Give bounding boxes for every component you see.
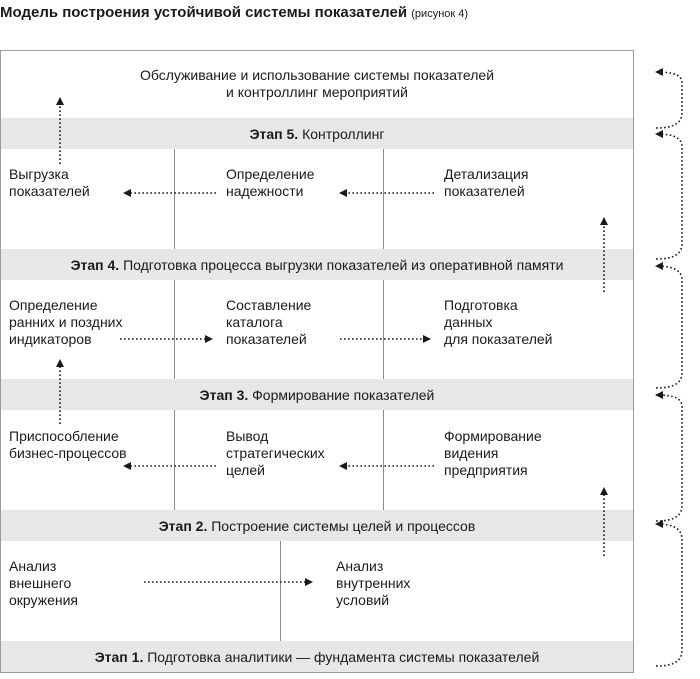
stage-4-text: Подготовка процесса выгрузки показателей… [123,256,564,273]
cell-export-indicators: Выгрузка показателей [9,166,90,199]
stage-5-label: Этап 5. [249,125,299,142]
top-text: Обслуживание и использование системы пок… [139,67,495,100]
divider [383,410,384,510]
cell-internal-analysis: Анализ внутренних условий [336,558,411,608]
loop-bracket [655,68,683,129]
stage-5-band: Этап 5. Контроллинг [1,118,633,149]
figure-title-note: (рисунок 4) [411,8,469,20]
cell-business-processes: Приспособление бизнес-процессов [9,428,127,461]
figure-title-main: Модель построения устойчивой системы пок… [0,4,408,21]
cell-reliability: Определение надежности [226,166,315,199]
loop-bracket [655,520,683,667]
figure-title: Модель построения устойчивой системы пок… [0,4,468,21]
stage-4-label: Этап 4. [70,256,120,273]
stage-2-text: Построение системы целей и процессов [211,517,476,534]
stage-2-label: Этап 2. [158,517,208,534]
stage-4-band: Этап 4. Подготовка процесса выгрузки пок… [1,249,633,280]
diagram-frame [0,50,634,673]
stage-2-band: Этап 2. Построение системы целей и проце… [1,510,633,541]
stage-1-band: Этап 1. Подготовка аналитики — фундамент… [1,641,633,672]
loop-bracket [655,262,683,389]
cell-strategic-goals: Вывод стратегических целей [226,428,325,478]
stage-1-text: Подготовка аналитики — фундамента систем… [147,648,540,665]
divider [280,541,281,641]
cell-external-analysis: Анализ внешнего окружения [9,558,78,608]
cell-data-prep: Подготовка данных для показателей [444,297,553,347]
cell-indicators-early-late: Определение ранних и поздних индикаторов [9,297,123,347]
cell-vision: Формирование видения предприятия [444,428,542,478]
cell-detailing: Детализация показателей [444,166,529,199]
stage-3-label: Этап 3. [199,386,249,403]
divider [174,149,175,249]
divider [174,410,175,510]
loop-bracket [655,130,683,260]
stage-5-text: Контроллинг [302,125,385,142]
cell-catalog: Составление каталога показателей [226,297,312,347]
stage-3-text: Формирование показателей [252,386,435,403]
loop-bracket [655,391,683,522]
stage-1-label: Этап 1. [94,648,144,665]
divider [174,280,175,379]
divider [383,280,384,379]
divider [383,149,384,249]
stage-3-band: Этап 3. Формирование показателей [1,379,633,410]
